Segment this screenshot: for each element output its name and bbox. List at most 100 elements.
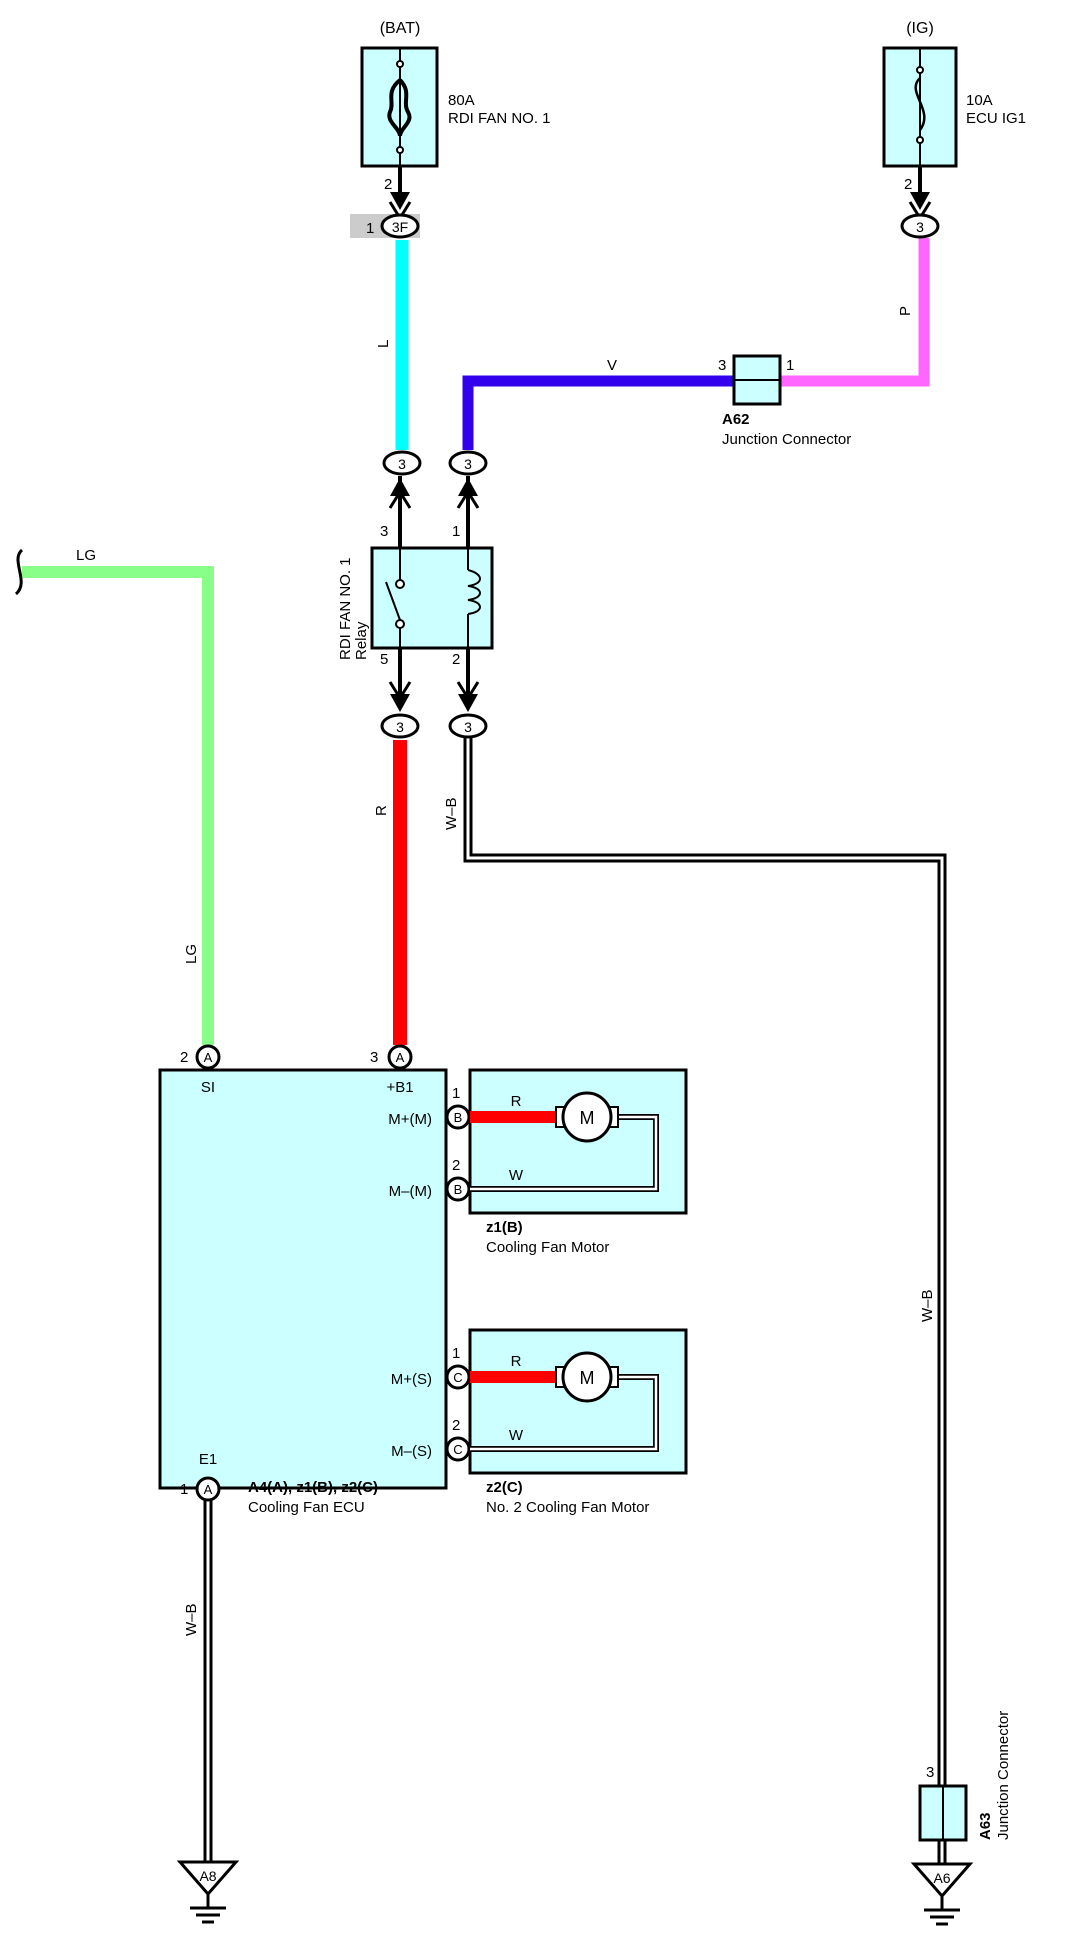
wire-label-wb-left: W–B <box>183 1603 200 1636</box>
wire-label-p: P <box>897 306 914 316</box>
relay-coil-icon <box>467 569 481 615</box>
ecu-terminal-mplus-s: M+(S) <box>391 1371 432 1388</box>
ecu-terminal-e1: E1 <box>199 1451 217 1468</box>
svg-text:1: 1 <box>180 1481 188 1498</box>
svg-text:3: 3 <box>370 1049 378 1066</box>
ecu-terminal-mminus-m: M–(M) <box>389 1183 432 1200</box>
relay-name: RDI FAN NO. 1 <box>337 557 354 660</box>
svg-text:C: C <box>453 1442 462 1457</box>
svg-text:1: 1 <box>452 523 460 540</box>
svg-text:5: 5 <box>380 651 388 668</box>
svg-text:2: 2 <box>452 1157 460 1174</box>
ground-a6-label: A6 <box>933 1870 950 1886</box>
connector-ig <box>900 213 940 239</box>
wire-break-icon <box>14 548 24 596</box>
connector-relay-out-wb <box>448 713 488 739</box>
svg-text:A: A <box>204 1482 213 1497</box>
ecu-terminal-si: SI <box>201 1079 215 1096</box>
junction-a63-id: A63 <box>977 1812 994 1840</box>
connector-3f <box>380 213 420 239</box>
ecu-terminal-mminus-s: M–(S) <box>391 1443 432 1460</box>
svg-text:2: 2 <box>180 1049 188 1066</box>
wire-label-lg-top: LG <box>76 547 96 564</box>
source-bat-label: (BAT) <box>380 20 421 37</box>
motor-icon <box>561 1351 613 1403</box>
bat-fuse-name: RDI FAN NO. 1 <box>448 110 551 127</box>
motor2-name: No. 2 Cooling Fan Motor <box>486 1499 649 1516</box>
connector-3f-pin: 1 <box>366 220 374 237</box>
svg-text:3: 3 <box>380 523 388 540</box>
svg-text:A: A <box>204 1050 213 1065</box>
arrow-down-icon <box>458 694 478 712</box>
junction-a62-id: A62 <box>722 411 750 428</box>
svg-text:1: 1 <box>452 1085 460 1102</box>
bat-fuse-pin: 2 <box>384 176 392 193</box>
fuse-element-icon <box>914 77 926 131</box>
ig-fuse-rating: 10A <box>966 92 993 109</box>
connector-ecu-b1 <box>387 1044 413 1070</box>
junction-a63-name: Junction Connector <box>995 1711 1012 1840</box>
svg-text:M: M <box>580 1368 595 1388</box>
svg-text:3: 3 <box>718 357 726 374</box>
ecu-terminal-mplus-m: M+(M) <box>388 1111 432 1128</box>
wire-label-r: R <box>373 805 390 816</box>
arrow-down-icon <box>390 694 410 712</box>
motor1-id: z1(B) <box>486 1219 523 1236</box>
svg-text:M: M <box>580 1108 595 1128</box>
connector-relay-out-r <box>380 713 420 739</box>
wire-lg <box>22 566 214 1045</box>
arrow-up-icon <box>458 478 478 496</box>
ecu-terminal-b1: +B1 <box>386 1079 413 1096</box>
svg-text:B: B <box>454 1110 463 1125</box>
wire-label-l: L <box>375 340 392 348</box>
ground-a8-label: A8 <box>199 1868 216 1884</box>
arrow-down-icon <box>910 192 930 210</box>
motor-icon <box>561 1091 613 1143</box>
svg-text:3: 3 <box>398 456 406 472</box>
connector-3f-label: 3F <box>392 219 408 235</box>
ig-fuse-name: ECU IG1 <box>966 110 1026 127</box>
motor1-name: Cooling Fan Motor <box>486 1239 609 1256</box>
svg-text:R: R <box>511 1353 522 1370</box>
wire-wb-relay <box>463 738 947 1786</box>
ground-icon: A8 <box>176 1860 240 1924</box>
svg-text:3: 3 <box>396 719 404 735</box>
svg-text:W: W <box>509 1167 524 1184</box>
ecu-name: Cooling Fan ECU <box>248 1499 365 1516</box>
svg-text:3: 3 <box>926 1764 934 1781</box>
svg-text:W: W <box>509 1427 524 1444</box>
wire-label-v: V <box>607 357 617 374</box>
svg-text:1: 1 <box>786 357 794 374</box>
wire-label-wb-relay: W–B <box>443 797 460 830</box>
arrow-up-icon <box>390 478 410 496</box>
svg-text:1: 1 <box>452 1345 460 1362</box>
svg-text:C: C <box>453 1370 462 1385</box>
ground-icon: A6 <box>910 1862 974 1926</box>
wire-label-lg-mid: LG <box>183 944 200 964</box>
wire-p <box>780 238 930 387</box>
relay-switch-icon <box>385 581 401 621</box>
wire-label-wb-right: W–B <box>919 1289 936 1322</box>
connector-ecu-si <box>195 1044 221 1070</box>
ecu-id: A4(A), z1(B), z2(C) <box>248 1479 378 1496</box>
svg-text:2: 2 <box>452 651 460 668</box>
bat-fuse-rating: 80A <box>448 92 475 109</box>
cooling-fan-ecu <box>158 1068 448 1490</box>
svg-text:R: R <box>511 1093 522 1110</box>
source-ig-label: (IG) <box>906 20 934 37</box>
svg-text:A: A <box>396 1050 405 1065</box>
connector-relay-in-v <box>448 450 488 476</box>
svg-text:B: B <box>454 1182 463 1197</box>
motor2-id: z2(C) <box>486 1479 523 1496</box>
arrow-down-icon <box>390 192 410 210</box>
svg-text:2: 2 <box>452 1417 460 1434</box>
svg-text:3: 3 <box>464 719 472 735</box>
connector-relay-in-l <box>382 450 422 476</box>
ig-fuse-pin: 2 <box>904 176 912 193</box>
svg-text:3: 3 <box>916 219 924 235</box>
connector-ecu-e1 <box>195 1476 221 1502</box>
relay-type: Relay <box>353 621 370 660</box>
svg-text:3: 3 <box>464 456 472 472</box>
fuse-element-icon <box>387 78 412 137</box>
